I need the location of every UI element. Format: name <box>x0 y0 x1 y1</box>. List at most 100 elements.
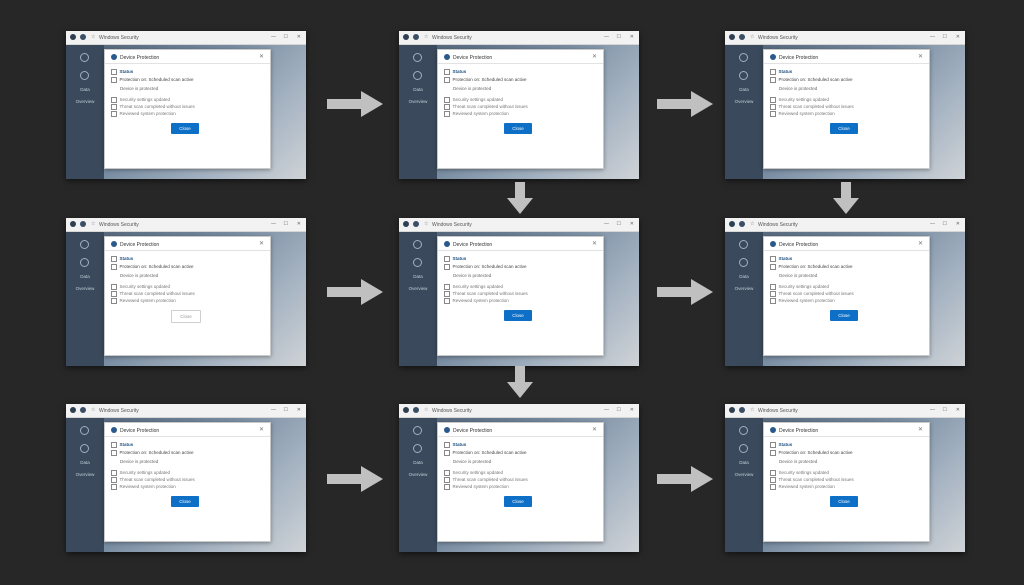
sidebar-item-overview[interactable]: Overview <box>75 286 95 291</box>
close-dialog-button[interactable]: ✕ <box>591 427 597 433</box>
maximize-button[interactable]: ☐ <box>616 34 621 40</box>
home-icon[interactable] <box>739 53 748 62</box>
close-button[interactable]: Close <box>830 496 858 507</box>
maximize-button[interactable]: ☐ <box>942 407 947 413</box>
close-window-button[interactable]: ✕ <box>296 34 301 40</box>
close-dialog-button[interactable]: ✕ <box>591 54 597 60</box>
close-dialog-button[interactable]: ✕ <box>258 241 264 247</box>
checkbox-icon[interactable] <box>770 470 776 476</box>
sidebar-item-overview[interactable]: Overview <box>408 286 428 291</box>
sidebar-item-overview[interactable]: Overview <box>75 99 95 104</box>
maximize-button[interactable]: ☐ <box>942 221 947 227</box>
close-window-button[interactable]: ✕ <box>296 221 301 227</box>
home-icon[interactable] <box>413 53 422 62</box>
checkbox-icon[interactable] <box>444 97 450 103</box>
minimize-button[interactable]: — <box>271 221 276 227</box>
close-window-button[interactable]: ✕ <box>955 407 960 413</box>
sidebar-item-overview[interactable]: Overview <box>734 472 754 477</box>
minimize-button[interactable]: — <box>930 34 935 40</box>
pin-icon[interactable]: ☆ <box>91 407 96 413</box>
checkbox-icon[interactable] <box>111 291 117 297</box>
close-dialog-button[interactable]: ✕ <box>917 427 923 433</box>
checkbox-icon[interactable] <box>444 104 450 110</box>
close-dialog-button[interactable]: ✕ <box>917 241 923 247</box>
checkbox-icon[interactable] <box>111 450 117 456</box>
checkbox-icon[interactable] <box>444 484 450 490</box>
shield-icon[interactable] <box>739 444 748 453</box>
maximize-button[interactable]: ☐ <box>942 34 947 40</box>
close-button[interactable]: Close <box>171 496 199 507</box>
sidebar-item-data[interactable]: Data <box>80 274 90 279</box>
home-icon[interactable] <box>413 240 422 249</box>
sidebar-item-overview[interactable]: Overview <box>408 99 428 104</box>
checkbox-icon[interactable] <box>770 97 776 103</box>
sidebar-item-data[interactable]: Data <box>413 460 423 465</box>
minimize-button[interactable]: — <box>604 221 609 227</box>
checkbox-icon[interactable] <box>770 291 776 297</box>
checkbox-icon[interactable] <box>770 284 776 290</box>
pin-icon[interactable]: ☆ <box>424 221 429 227</box>
minimize-button[interactable]: — <box>604 34 609 40</box>
close-button[interactable]: Close <box>830 123 858 134</box>
shield-icon[interactable] <box>413 71 422 80</box>
shield-icon[interactable] <box>739 71 748 80</box>
close-dialog-button[interactable]: ✕ <box>917 54 923 60</box>
minimize-button[interactable]: — <box>271 407 276 413</box>
close-window-button[interactable]: ✕ <box>629 407 634 413</box>
checkbox-icon[interactable] <box>770 111 776 117</box>
checkbox-icon[interactable] <box>111 298 117 304</box>
close-button[interactable]: Close <box>171 123 199 134</box>
maximize-button[interactable]: ☐ <box>616 221 621 227</box>
sidebar-item-overview[interactable]: Overview <box>75 472 95 477</box>
checkbox-icon[interactable] <box>111 264 117 270</box>
pin-icon[interactable]: ☆ <box>91 34 96 40</box>
close-dialog-button[interactable]: ✕ <box>258 54 264 60</box>
checkbox-icon[interactable] <box>770 477 776 483</box>
home-icon[interactable] <box>80 53 89 62</box>
sidebar-item-data[interactable]: Data <box>739 87 749 92</box>
shield-icon[interactable] <box>739 258 748 267</box>
close-dialog-button[interactable]: ✕ <box>258 427 264 433</box>
sidebar-item-overview[interactable]: Overview <box>408 472 428 477</box>
sidebar-item-data[interactable]: Data <box>413 274 423 279</box>
checkbox-icon[interactable] <box>111 284 117 290</box>
close-button[interactable]: Close <box>504 123 532 134</box>
home-icon[interactable] <box>80 426 89 435</box>
close-window-button[interactable]: ✕ <box>629 221 634 227</box>
pin-icon[interactable]: ☆ <box>424 34 429 40</box>
checkbox-icon[interactable] <box>770 298 776 304</box>
checkbox-icon[interactable] <box>770 450 776 456</box>
pin-icon[interactable]: ☆ <box>750 34 755 40</box>
checkbox-icon[interactable] <box>444 264 450 270</box>
close-button[interactable]: Close <box>504 310 532 321</box>
checkbox-icon[interactable] <box>111 111 117 117</box>
checkbox-icon[interactable] <box>111 484 117 490</box>
sidebar-item-data[interactable]: Data <box>80 87 90 92</box>
checkbox-icon[interactable] <box>444 450 450 456</box>
shield-icon[interactable] <box>80 444 89 453</box>
pin-icon[interactable]: ☆ <box>424 407 429 413</box>
shield-icon[interactable] <box>80 71 89 80</box>
close-button[interactable]: Close <box>171 310 201 323</box>
checkbox-icon[interactable] <box>770 104 776 110</box>
checkbox-icon[interactable] <box>444 298 450 304</box>
checkbox-icon[interactable] <box>111 470 117 476</box>
minimize-button[interactable]: — <box>271 34 276 40</box>
checkbox-icon[interactable] <box>111 97 117 103</box>
maximize-button[interactable]: ☐ <box>283 407 288 413</box>
checkbox-icon[interactable] <box>444 77 450 83</box>
close-button[interactable]: Close <box>504 496 532 507</box>
home-icon[interactable] <box>80 240 89 249</box>
close-window-button[interactable]: ✕ <box>629 34 634 40</box>
sidebar-item-data[interactable]: Data <box>739 460 749 465</box>
home-icon[interactable] <box>739 240 748 249</box>
checkbox-icon[interactable] <box>770 484 776 490</box>
sidebar-item-data[interactable]: Data <box>80 460 90 465</box>
close-window-button[interactable]: ✕ <box>296 407 301 413</box>
checkbox-icon[interactable] <box>111 77 117 83</box>
sidebar-item-overview[interactable]: Overview <box>734 286 754 291</box>
home-icon[interactable] <box>739 426 748 435</box>
sidebar-item-data[interactable]: Data <box>739 274 749 279</box>
close-button[interactable]: Close <box>830 310 858 321</box>
close-dialog-button[interactable]: ✕ <box>591 241 597 247</box>
